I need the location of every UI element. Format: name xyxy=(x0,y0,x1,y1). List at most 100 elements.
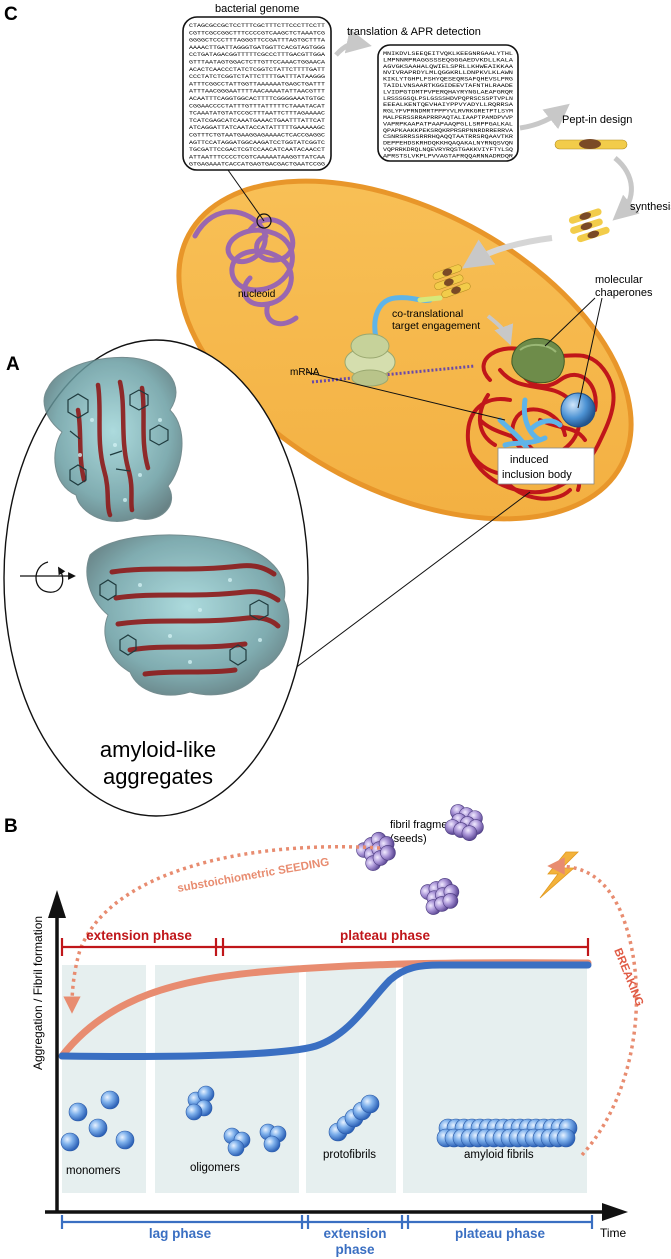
monomer-sphere xyxy=(68,1102,88,1122)
arrow-uptake xyxy=(462,235,553,269)
protofibrils-label: protofibrils xyxy=(323,1149,376,1161)
seeding-label: substoichiometric SEEDING xyxy=(176,856,330,895)
aggregates-caption-1: amyloid-like xyxy=(100,737,216,762)
top-phase-bar xyxy=(60,938,590,956)
protein-sequence-line: EEEALKENTQEVHAIYPPVYADYLLRQRRSA xyxy=(383,102,514,108)
protein-sequence-line: MNIKDVLSEEQEITVQKLKEEGNRGAALYTHL xyxy=(383,51,513,57)
panel-label-a: A xyxy=(6,354,20,375)
protofibril-spheres xyxy=(328,1094,380,1142)
translation-apr-label: translation & APR detection xyxy=(347,26,481,38)
genome-sequence-line: CCTGATAGACGGTTTTTCGCCCTTTGACGTTGGA xyxy=(189,51,326,58)
nucleoid-label: nucleoid xyxy=(238,289,275,300)
amyloid-fibril-spheres xyxy=(436,1118,578,1148)
cotranslational-label-1: co-translational xyxy=(392,308,463,320)
protein-sequence-line: AGVGKSAAHALQWIELSPRLLKHWEAIKKAA xyxy=(383,64,514,70)
synthesis-label: synthesis xyxy=(630,201,671,213)
mrna-label: mRNA xyxy=(290,367,320,378)
protein-sequence-line: DEPPEHDSKRHDQKKHQAQAKALNYRNQSVQN xyxy=(383,141,513,147)
oligomer-spheres xyxy=(185,1085,287,1157)
oligomer-sphere xyxy=(227,1139,245,1157)
protein-sequence-line: CSNRSRRSSRRRHQAQQTAATRRSRQAAVTKR xyxy=(383,134,513,140)
genome-sequence-line: ATTTAACGGGAATTTTAACAAAATATTAACGTTT xyxy=(189,88,326,95)
chaperone-blue xyxy=(560,392,596,428)
bacterial-genome-label: bacterial genome xyxy=(215,3,299,15)
fibril-sphere-front xyxy=(556,1128,576,1148)
protein-sequence-text: MNIKDVLSEEQEITVQKLKEEGNRGAALYTHLLMPNNRPR… xyxy=(383,51,514,159)
protein-sequence-box xyxy=(377,44,519,162)
genome-sequence-line: GTTTAATAGTGGACTCTTGTTCCAAACTGGAACA xyxy=(189,59,326,66)
panel-label-b: B xyxy=(4,816,18,837)
molecular-chaperones-label-1: molecular xyxy=(595,274,643,286)
lightning-bolt-icon xyxy=(539,851,579,899)
seed-cluster-left xyxy=(356,831,396,871)
peptides-in-cell xyxy=(432,264,471,298)
arrow-translation xyxy=(334,28,372,57)
protein-sequence-line: VQPRRKDRQLNQEVRYRQSTGAKKVIYFTYLSQ xyxy=(383,147,513,153)
monomer-sphere xyxy=(88,1118,108,1138)
aggregates-caption-2: aggregates xyxy=(103,764,213,789)
cotranslational-label-2: target engagement xyxy=(392,320,480,332)
genome-sequence-line: ACACTCAACCCTATCTCGGTCTATTCTTTTGATT xyxy=(189,66,326,73)
extension-phase-top-label: extension phase xyxy=(86,928,192,943)
monomer-sphere xyxy=(60,1132,80,1152)
molecular-chaperones-label-2: chaperones xyxy=(595,287,653,299)
chaperone-pointer-1 xyxy=(544,297,596,347)
amyloid-fibrils-label: amyloid fibrils xyxy=(464,1149,534,1161)
genome-sequence-line: ATCAGGATTATCAATACCATATTTTTGAAAAAGC xyxy=(189,124,326,131)
arrow-synthesis xyxy=(612,156,640,221)
amyloid-structure-bottom xyxy=(86,534,290,696)
chaperone-pointer-2 xyxy=(577,297,603,409)
zoom-lens-genome xyxy=(256,213,272,229)
protein-sequence-line: LRSSSGSQLPSLGSSSHDVPQPRSCSSPTVPLN xyxy=(383,96,513,102)
seed-sphere xyxy=(461,825,478,841)
breaking-arrow xyxy=(547,857,639,1157)
ribosome xyxy=(344,333,396,387)
synthesized-peptides-icon xyxy=(568,208,610,243)
seed-sphere xyxy=(380,844,396,861)
oligomer-sphere xyxy=(197,1085,215,1103)
rotation-arrow-icon xyxy=(20,561,76,593)
zoom-pointer-genome xyxy=(227,169,265,222)
seed-sphere xyxy=(442,893,459,909)
genome-sequence-line: TCATCGAGCATCAAATGAAACTGAATTTATTCAT xyxy=(189,117,326,124)
genome-sequence-line: CGGAACCCCTATTTGTTTATTTTTCTAAATACAT xyxy=(189,102,326,109)
inclusion-body-label-1: induced xyxy=(510,454,549,466)
genome-sequence-line: GTGAGAAATCACCATGAGTGACGACTGAATCCGG xyxy=(189,161,326,168)
nucleoid-dna xyxy=(192,209,299,327)
apr-segment xyxy=(417,295,443,303)
protein-sequence-line: RGLYFVPRNDMRTPPPYVLRVRKGRETPTLSYM xyxy=(383,109,513,115)
genome-sequence-line: AGTTCCATAGGATGGCAAGATCCTGGTATCGGTC xyxy=(189,139,326,146)
genome-sequence-text: CTAGCGCCGCTCCTTTCGCTTTCTTCCCTTCCTTCGTTCG… xyxy=(189,22,326,168)
genome-sequence-line: ATTAATTTCCCCTCGTCAAAAATAAGGTTATCAA xyxy=(189,153,326,160)
amyloid-structure-top xyxy=(43,356,183,522)
extension-phase-bottom-label-2: phase xyxy=(335,1242,375,1257)
seed-cluster-right xyxy=(444,804,484,841)
protein-sequence-line: TAIDLVNSAARTKGGIDEEVTAFNTHLRAADE xyxy=(383,83,513,89)
bottom-phase-bar xyxy=(60,1215,594,1229)
monomer-spheres xyxy=(60,1090,135,1152)
seeding-arrow xyxy=(63,845,381,1014)
genome-sequence-line: CCCTATCTCGGTCTATTCTTTTGATTTATAAGGG xyxy=(189,73,326,80)
mrna-strand xyxy=(311,364,476,384)
plateau-phase-top-label: plateau phase xyxy=(340,928,431,943)
inclusion-body-label-box xyxy=(497,447,595,485)
genome-sequence-line: GGGGCTCCCTTTAGGGTTCCGATTTAGTGCTTTA xyxy=(189,37,326,44)
chaperone-green xyxy=(511,338,565,384)
oligomer-sphere xyxy=(185,1103,203,1121)
genome-sequence-line: CTAGCGCCGCTCCTTTCGCTTTCTTCCCTTCCTT xyxy=(189,22,326,29)
monomers-label: monomers xyxy=(66,1165,121,1177)
fibril-fragments-label-2: (seeds) xyxy=(390,833,427,845)
fibril-fragments-seeds xyxy=(356,804,484,915)
oligomers-label: oligomers xyxy=(190,1162,240,1174)
monomer-sphere xyxy=(100,1090,120,1110)
genome-sequence-line: ATTTCGGCCTATTGGTTAAAAAATGAGCTGATTT xyxy=(189,80,326,87)
x-axis-label: Time xyxy=(600,1226,627,1240)
protein-sequence-line: KIKLYTGHPLFSHYQESEQRSAFQHEVSLPRG xyxy=(383,77,513,83)
breaking-label: BREAKING xyxy=(611,947,645,1008)
protein-sequence-line: VAPRPKAAPATPAAPAAQPGLLSRPPGALKAL xyxy=(383,121,513,127)
genome-sequence-line: CGTTTCTGTAATGAAGGAGAAAACTCACCGAGGC xyxy=(189,132,326,139)
unseeded-curve xyxy=(58,961,592,1061)
fibril-fragments-label-1: fibril fragments xyxy=(390,819,463,831)
oligomer-sphere xyxy=(263,1135,281,1153)
